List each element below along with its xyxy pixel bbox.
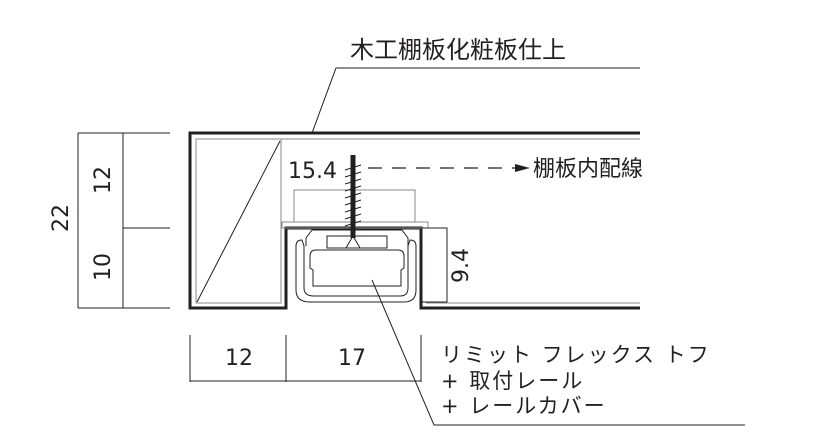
left-height-dimensions: 22 12 10 bbox=[49, 132, 170, 309]
shelf-inner-line bbox=[195, 138, 640, 304]
left-width-value: 12 bbox=[225, 346, 253, 371]
product-label-line2: + 取付レール bbox=[441, 369, 584, 393]
screw-depth-dimension: 15.4 bbox=[288, 159, 337, 184]
finish-label: 木工棚板化粧板仕上 bbox=[350, 36, 566, 64]
lower-height-value: 10 bbox=[91, 253, 116, 281]
screw-icon bbox=[344, 155, 362, 238]
upper-height-value: 12 bbox=[91, 166, 116, 194]
product-callout: リミット フレックス トフ + 取付レール + レールカバー bbox=[441, 343, 711, 418]
finish-leader-line bbox=[311, 67, 640, 134]
groove-depth-dimension: 9.4 bbox=[422, 227, 474, 303]
finish-callout: 木工棚板化粧板仕上 bbox=[311, 36, 640, 134]
bottom-width-dimensions: 12 17 bbox=[189, 335, 422, 382]
rail-profile bbox=[295, 229, 417, 303]
total-height-value: 22 bbox=[49, 204, 74, 232]
arrow-icon bbox=[515, 164, 530, 172]
shelf-outline bbox=[188, 131, 640, 310]
wiring-label: 棚板内配線 bbox=[533, 157, 643, 182]
product-label-line1: リミット フレックス トフ bbox=[441, 343, 711, 367]
section-hatch bbox=[196, 140, 281, 303]
groove-width-value: 17 bbox=[338, 346, 366, 371]
product-leader-line bbox=[371, 279, 745, 426]
product-label-line3: + レールカバー bbox=[441, 394, 607, 418]
groove-depth-value: 9.4 bbox=[449, 248, 474, 283]
